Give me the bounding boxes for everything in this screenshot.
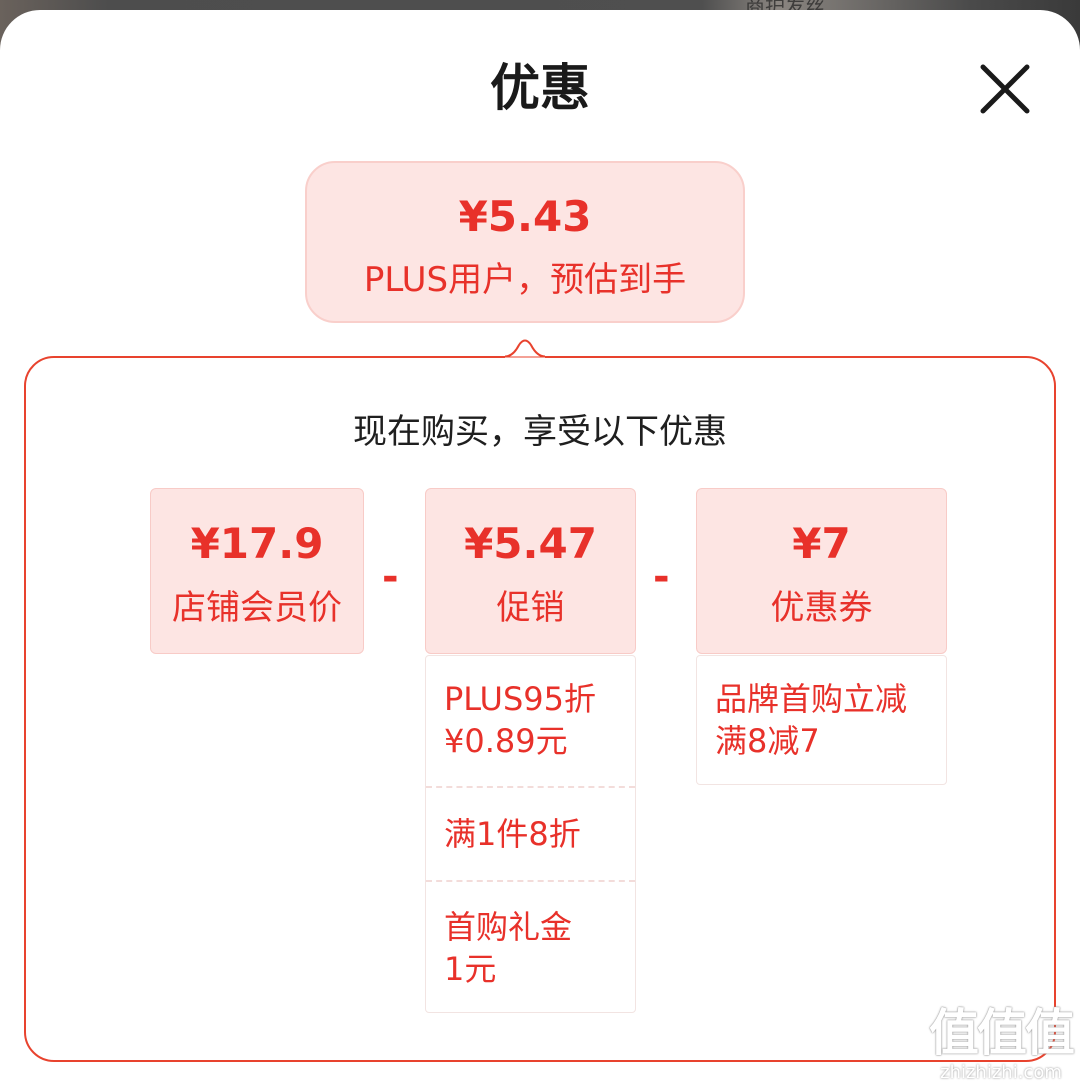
member-price-card[interactable]: ¥17.9 店铺会员价: [150, 488, 364, 654]
dashed-divider: [426, 880, 635, 882]
sheet-title: 优惠: [490, 59, 590, 117]
promotion-amount: ¥5.47: [464, 519, 597, 568]
coupon-detail-item: 品牌首购立减 满8减7: [715, 678, 945, 762]
promotion-detail-line: 满1件8折: [444, 815, 581, 853]
discount-breakdown-panel: [24, 356, 1056, 1062]
estimated-price-bubble: ¥5.43 PLUS用户，预估到手: [305, 161, 745, 323]
promotion-label: 促销: [496, 588, 565, 628]
promotion-detail-line: 1元: [444, 950, 497, 988]
promotion-detail-item: 首购礼金 1元: [444, 906, 624, 990]
coupon-card[interactable]: ¥7 优惠券: [696, 488, 947, 654]
watermark-logo: 值值值: [929, 1004, 1075, 1062]
estimated-price-label: PLUS用户，预估到手: [363, 260, 687, 300]
watermark-url: zhizhizhi.com: [940, 1062, 1062, 1083]
coupon-detail-line: 满8减7: [715, 722, 820, 760]
promotion-detail-line: PLUS95折: [444, 680, 596, 718]
panel-heading: 现在购买，享受以下优惠: [353, 412, 727, 452]
close-button[interactable]: [976, 60, 1034, 118]
close-icon: [980, 64, 1030, 114]
coupon-details: 品牌首购立减 满8减7: [696, 655, 947, 785]
minus-sign: -: [382, 554, 399, 600]
estimated-price: ¥5.43: [458, 192, 592, 241]
promotion-detail-line: 首购礼金: [444, 908, 573, 946]
coupon-label: 优惠券: [770, 588, 873, 628]
member-price-label: 店铺会员价: [172, 588, 342, 628]
watermark: 值值值 zhizhizhi.com: [922, 1004, 1080, 1084]
promotion-card[interactable]: ¥5.47 促销: [425, 488, 636, 654]
promotion-detail-item: 满1件8折: [444, 813, 624, 855]
member-price-amount: ¥17.9: [190, 519, 324, 568]
promotion-detail-line: ¥0.89元: [444, 722, 568, 760]
coupon-amount: ¥7: [792, 519, 851, 568]
discount-sheet: 优惠 ¥5.43 PLUS用户，预估到手 现在购买，享受以下优惠 ¥17.9 店…: [0, 10, 1080, 1090]
minus-sign: -: [653, 554, 670, 600]
promotion-details: PLUS95折 ¥0.89元 满1件8折 首购礼金 1元: [425, 655, 636, 1013]
dashed-divider: [426, 786, 635, 788]
coupon-detail-line: 品牌首购立减: [715, 680, 908, 718]
promotion-detail-item: PLUS95折 ¥0.89元: [444, 678, 624, 762]
panel-notch: [505, 338, 545, 362]
